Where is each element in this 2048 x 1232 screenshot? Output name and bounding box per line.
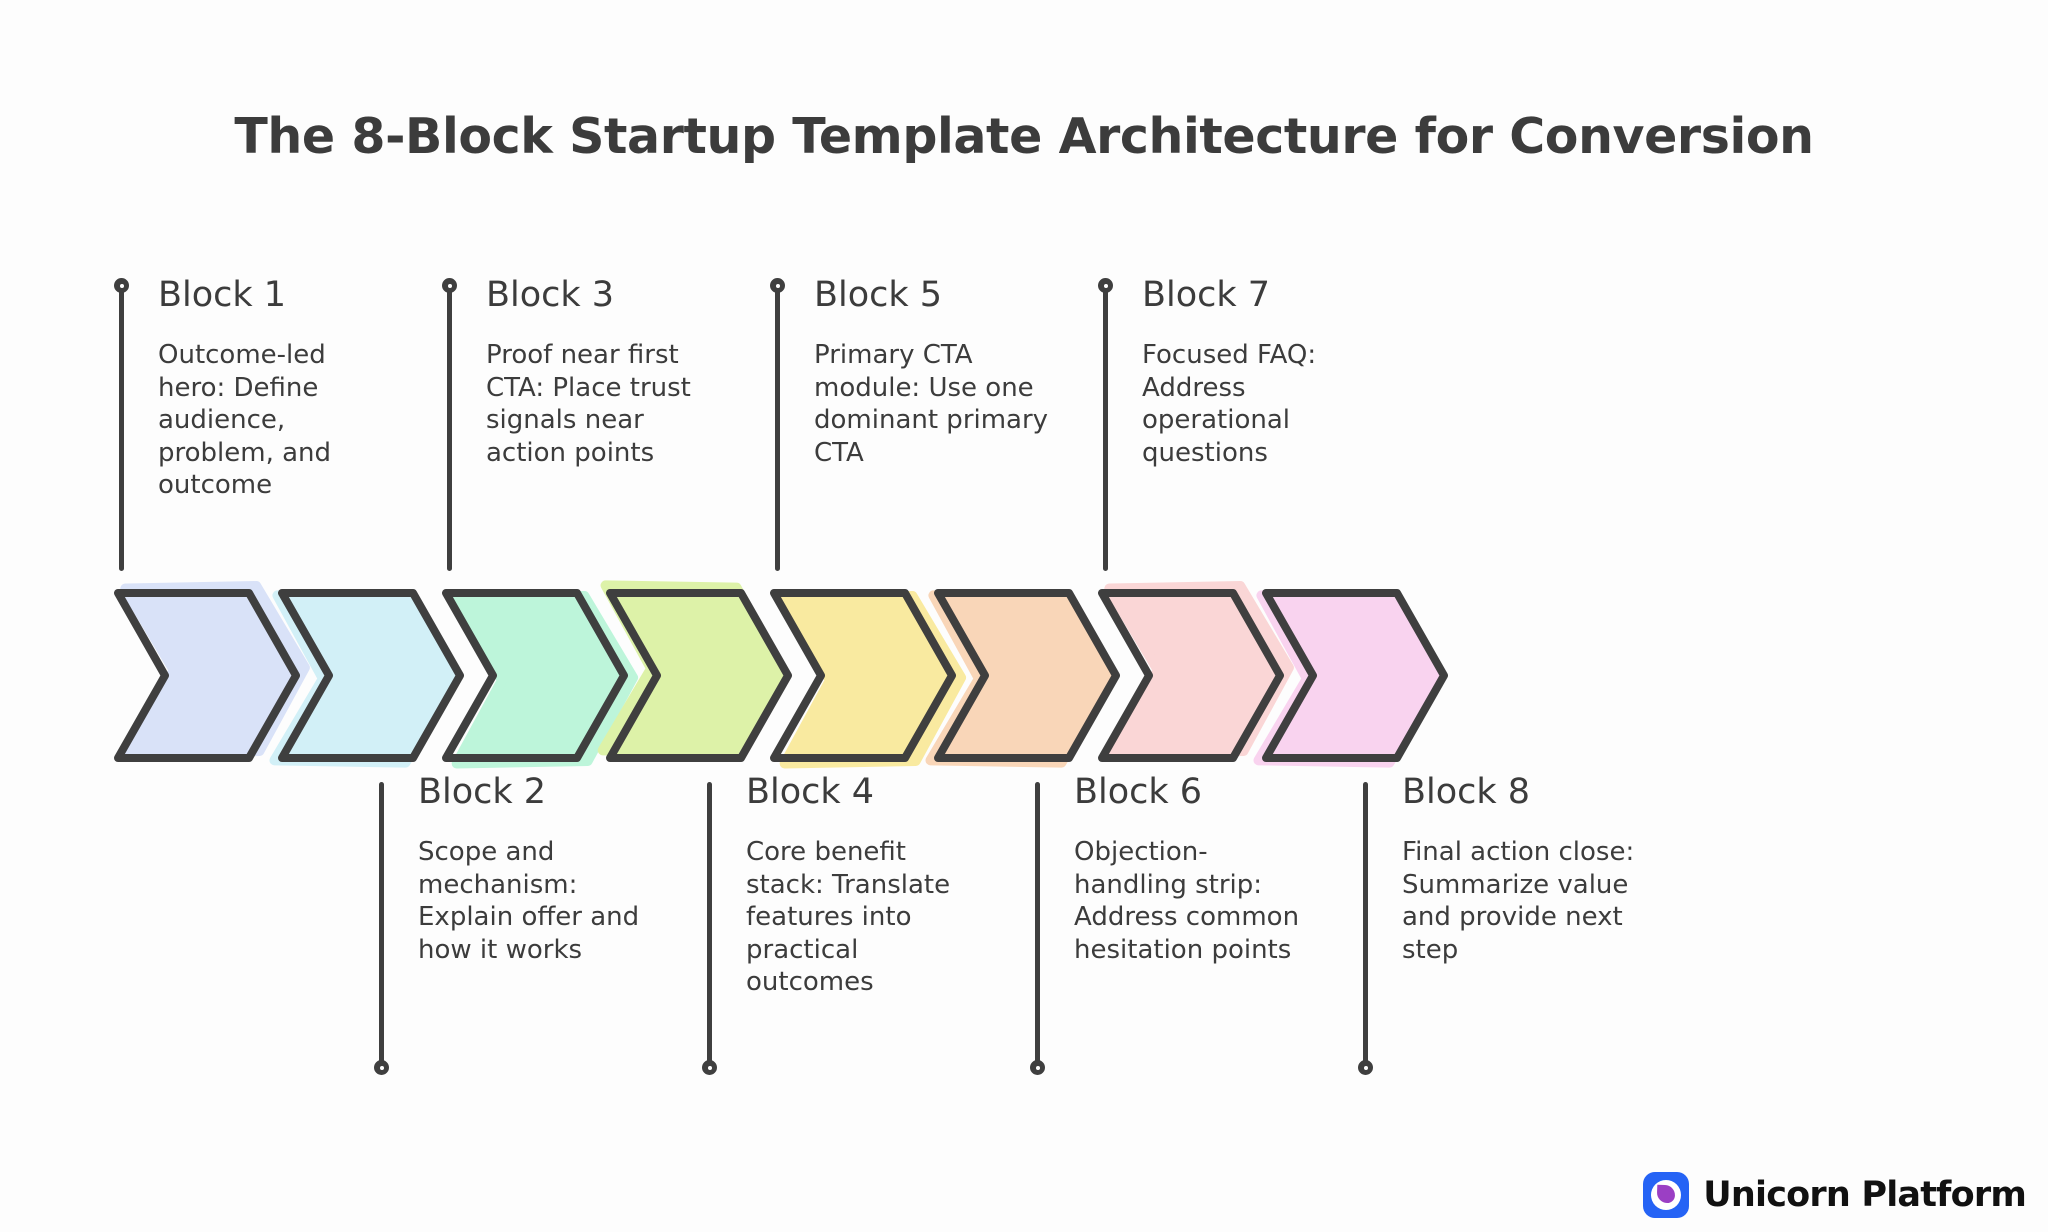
unicorn-logo-icon (1643, 1172, 1690, 1218)
connector-line (119, 285, 124, 571)
chevron-outline[interactable] (606, 589, 792, 762)
callout-description: Outcome-led hero: Define audience, probl… (158, 340, 332, 500)
callout-connector (374, 775, 389, 1075)
chevron-outline[interactable] (770, 589, 956, 762)
connector-endpoint-dot (114, 278, 129, 293)
callout-body: Block 3 Proof near first CTA: Place trust… (456, 278, 724, 469)
callout-block-1[interactable]: Block 1 Outcome-led hero: Define audience… (114, 278, 396, 578)
callout-connector (1030, 775, 1045, 1075)
callout-block-3[interactable]: Block 3 Proof near first CTA: Place trust… (442, 278, 724, 578)
connector-line (1103, 285, 1108, 571)
connector-line (775, 285, 780, 571)
callout-heading: Block 7 (1142, 275, 1271, 315)
callout-heading: Block 3 (486, 275, 615, 315)
chevron-fill (120, 581, 310, 759)
chevron-outline[interactable] (114, 589, 300, 762)
connector-endpoint-dot (442, 278, 457, 293)
callout-block-5[interactable]: Block 5 Primary CTA module: Use one domin… (770, 278, 1052, 578)
connector-line (379, 782, 384, 1068)
connector-line (1363, 782, 1368, 1068)
callout-description: Core benefit stack: Translate features i… (746, 837, 951, 997)
chevron-fill (597, 580, 788, 758)
chevron-fill (448, 591, 639, 769)
callout-body: Block 1 Outcome-led hero: Define audience… (128, 278, 396, 502)
logo-wordmark: Unicorn Platform (1703, 1175, 2027, 1215)
callout-heading: Block 6 (1074, 772, 1203, 812)
connector-line (1035, 782, 1040, 1068)
callout-connector (770, 278, 785, 578)
callout-block-2[interactable]: Block 2 Scope and mechanism: Explain offe… (374, 775, 656, 1075)
connector-endpoint-dot (374, 1060, 389, 1075)
chevron-outlines (114, 589, 1448, 762)
callout-connector (702, 775, 717, 1075)
chevron-outline[interactable] (278, 589, 464, 762)
connector-line (707, 782, 712, 1068)
chevron-fill (1104, 581, 1294, 759)
chevron-fill (925, 590, 1115, 768)
chevron-fill (1253, 590, 1443, 768)
connector-endpoint-dot (770, 278, 785, 293)
chevron-fills (120, 580, 1443, 769)
callout-description: Focused FAQ: Address operational questio… (1142, 340, 1317, 468)
callout-heading: Block 5 (814, 275, 943, 315)
callout-block-7[interactable]: Block 7 Focused FAQ: Address operational … (1098, 278, 1380, 578)
callout-block-6[interactable]: Block 6 Objection-handling strip: Address… (1030, 775, 1312, 1075)
callout-description: Objection-handling strip: Address common… (1074, 837, 1300, 965)
callout-connector (442, 278, 457, 578)
connector-endpoint-dot (702, 1060, 717, 1075)
callout-description: Primary CTA module: Use one dominant pri… (814, 340, 1049, 468)
callout-heading: Block 8 (1402, 772, 1531, 812)
chevron-outline[interactable] (1098, 589, 1284, 762)
callout-body: Block 2 Scope and mechanism: Explain offe… (388, 775, 656, 966)
callout-body: Block 8 Final action close: Summarize val… (1372, 775, 1640, 966)
callout-description: Scope and mechanism: Explain offer and h… (418, 837, 640, 965)
callout-heading: Block 2 (418, 772, 547, 812)
chevron-outline[interactable] (934, 589, 1120, 762)
unicorn-platform-logo: Unicorn Platform (1643, 1172, 2027, 1218)
callout-heading: Block 4 (746, 772, 875, 812)
chevron-outline[interactable] (442, 589, 628, 762)
chevron-outline[interactable] (1262, 589, 1448, 762)
chevron-fill (776, 591, 967, 769)
connector-endpoint-dot (1358, 1060, 1373, 1075)
callout-body: Block 7 Focused FAQ: Address operational … (1112, 278, 1380, 469)
connector-line (447, 285, 452, 571)
page-title: The 8-Block Startup Template Architectur… (234, 108, 1814, 165)
callout-heading: Block 1 (158, 275, 287, 315)
chevron-fill (269, 590, 459, 768)
callout-description: Final action close: Summarize value and … (1402, 837, 1635, 965)
callout-body: Block 4 Core benefit stack: Translate fea… (716, 775, 984, 999)
callout-connector (1098, 278, 1113, 578)
callout-connector (1358, 775, 1373, 1075)
callout-body: Block 5 Primary CTA module: Use one domin… (784, 278, 1052, 469)
callout-connector (114, 278, 129, 578)
callout-block-8[interactable]: Block 8 Final action close: Summarize val… (1358, 775, 1640, 1075)
callout-block-4[interactable]: Block 4 Core benefit stack: Translate fea… (702, 775, 984, 1075)
connector-endpoint-dot (1030, 1060, 1045, 1075)
connector-endpoint-dot (1098, 278, 1113, 293)
callout-description: Proof near first CTA: Place trust signal… (486, 340, 691, 468)
callout-body: Block 6 Objection-handling strip: Address… (1044, 775, 1312, 966)
